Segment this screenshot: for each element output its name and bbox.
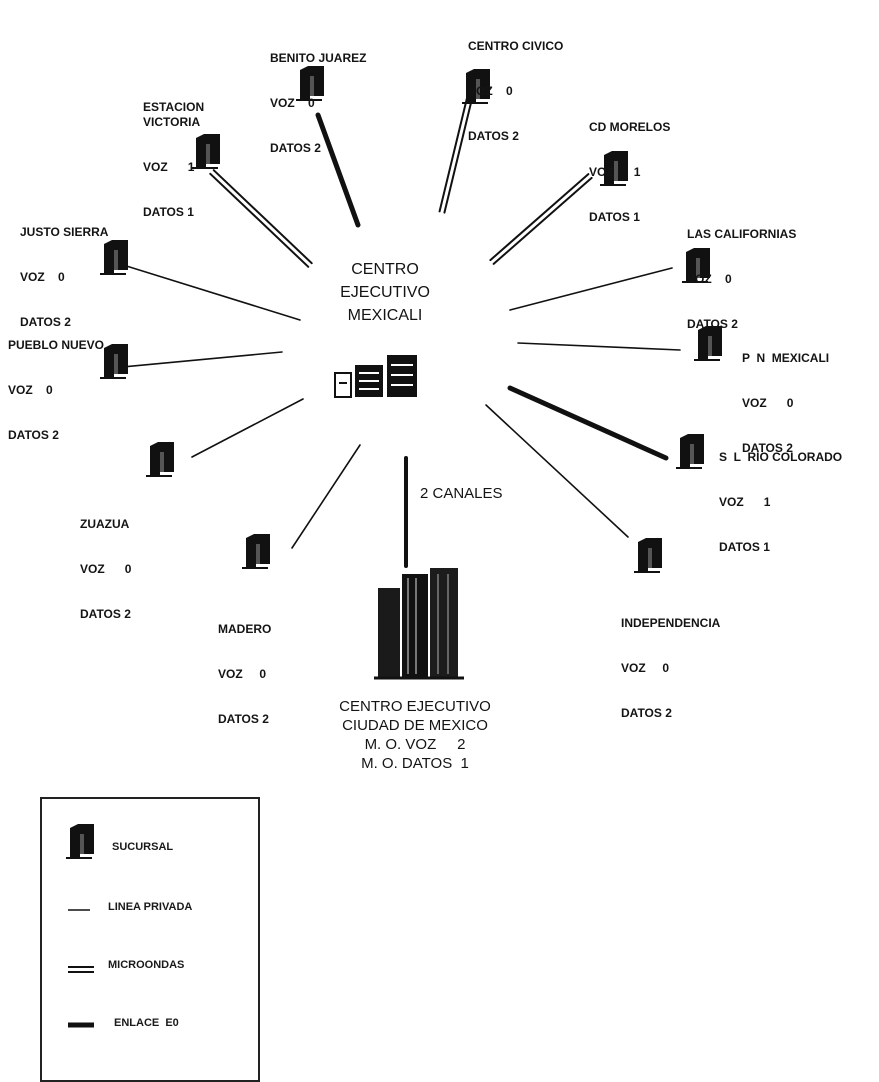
branch-label-madero: MADERO VOZ 0 DATOS 2 (218, 592, 271, 742)
branch-name: MADERO (218, 622, 272, 636)
branch-datos: DATOS 1 (589, 210, 640, 224)
branch-name: JUSTO SIERRA (20, 225, 109, 239)
link-linea-las-californias (509, 267, 673, 311)
branch-datos: DATOS 2 (621, 706, 672, 720)
branch-voz: VOZ 0 (218, 667, 267, 681)
branch-datos: DATOS 2 (742, 441, 793, 455)
branch-name: S L RIO COLORADO (719, 450, 843, 464)
branch-label-las-californias: LAS CALIFORNIAS VOZ 0 DATOS 2 (687, 197, 796, 347)
branch-name: PUEBLO NUEVO (8, 338, 105, 352)
branch-icons-group (100, 66, 722, 573)
branch-voz: VOZ 0 (80, 562, 132, 576)
branch-sucursal-icon (100, 344, 128, 379)
branch-sucursal-icon (682, 248, 710, 283)
hub-title-line: EJECUTIVO (340, 284, 430, 301)
branch-name: P N MEXICALI (742, 351, 830, 365)
branch-voz: VOZ 0 (20, 270, 65, 284)
branch-name: INDEPENDENCIA (621, 616, 721, 630)
branch-sucursal-icon (192, 134, 220, 169)
branch-datos: DATOS 2 (8, 428, 59, 442)
link-microondas-centro-civico (443, 87, 476, 214)
link-microondas-cd-morelos (489, 173, 590, 262)
branch-label-pueblo-nuevo: PUEBLO NUEVO VOZ 0 DATOS 2 (8, 308, 104, 458)
branch-voz: VOZ 0 (270, 96, 315, 110)
branch-label-independencia: INDEPENDENCIA VOZ 0 DATOS 2 (621, 586, 720, 736)
branch-sucursal-icon (462, 69, 490, 104)
branch-label-zuazua: ZUAZUA VOZ 0 DATOS 2 (80, 487, 131, 637)
branch-name: ESTACION VICTORIA (143, 100, 205, 129)
branch-datos: DATOS 1 (719, 540, 770, 554)
branch-sucursal-icon (676, 434, 704, 469)
cdmx-line: M. O. VOZ 2 (364, 736, 466, 753)
branch-name: CENTRO CIVICO (468, 39, 564, 53)
link-linea-madero (291, 444, 361, 549)
link-linea-zuazua (191, 398, 304, 458)
legend-box: SUCURSAL LINEA PRIVADA MICROONDAS ENLACE… (40, 797, 260, 1082)
legend-label-microondas: MICROONDAS (108, 959, 185, 971)
hub-building-icon (334, 355, 417, 398)
hub-title-line: CENTRO (351, 261, 419, 278)
branch-sucursal-icon (634, 538, 662, 573)
link-enlace-s-l-rio-colorado (507, 385, 669, 461)
cdmx-line: CENTRO EJECUTIVO (339, 698, 491, 715)
branch-datos: DATOS 1 (143, 205, 194, 219)
branch-label-pn-mexicali: P N MEXICALI VOZ 0 DATOS 2 (742, 321, 829, 471)
branch-label-justo-sierra: JUSTO SIERRA VOZ 0 DATOS 2 (20, 195, 108, 345)
legend-label-linea-privada: LINEA PRIVADA (108, 901, 193, 913)
branch-datos: DATOS 2 (468, 129, 519, 143)
branch-datos: DATOS 2 (687, 317, 738, 331)
branch-voz: VOZ 0 (742, 396, 794, 410)
branch-sucursal-icon (146, 442, 174, 477)
branch-sucursal-icon (694, 326, 722, 361)
branch-name: LAS CALIFORNIAS (687, 227, 797, 241)
branch-name: CD MORELOS (589, 120, 671, 134)
branch-name: BENITO JUAREZ (270, 51, 367, 65)
links-group (119, 86, 681, 568)
branch-label-benito-juarez: BENITO JUAREZ VOZ 0 DATOS 2 (270, 21, 366, 171)
branch-sucursal-icon (100, 240, 128, 275)
branch-datos: DATOS 2 (218, 712, 269, 726)
branch-sucursal-icon (600, 151, 628, 186)
link-linea-p-n-mexicali (517, 342, 681, 351)
branch-voz: VOZ 0 (468, 84, 513, 98)
branch-name: ZUAZUA (80, 517, 130, 531)
branch-voz: VOZ 1 (143, 160, 195, 174)
branch-label-estacion-victoria: ESTACION VICTORIA VOZ 1 DATOS 1 (143, 70, 204, 235)
branch-voz: VOZ 0 (621, 661, 670, 675)
link-microondas-centro-civico (438, 86, 471, 213)
legend-label-enlace-e0: ENLACE E0 (114, 1017, 179, 1029)
link-microondas-cd-morelos (492, 176, 593, 265)
branch-voz: VOZ 0 (687, 272, 732, 286)
branch-datos: DATOS 2 (270, 141, 321, 155)
branch-sucursal-icon (296, 66, 324, 101)
cdmx-line: CIUDAD DE MEXICO (342, 717, 488, 734)
link-enlace-benito-juarez (315, 112, 361, 228)
link-microondas-estacion-victoria (209, 172, 310, 268)
branch-voz: VOZ 1 (719, 495, 771, 509)
branch-datos: DATOS 2 (20, 315, 71, 329)
branch-label-centro-civico: CENTRO CIVICO VOZ 0 DATOS 2 (468, 9, 563, 159)
legend-microondas-icon (68, 966, 94, 973)
link-microondas-estacion-victoria (212, 169, 313, 265)
cdmx-label: CENTRO EJECUTIVO CIUDAD DE MEXICO M. O. … (300, 697, 530, 773)
hub-title-line: MEXICALI (347, 307, 423, 324)
link-linea-independencia (485, 404, 629, 538)
hub-title: CENTRO EJECUTIVO MEXICALI (330, 258, 440, 327)
branch-label-cd-morelos: CD MORELOS VOZ 1 DATOS 1 (589, 90, 670, 240)
legend-label-sucursal: SUCURSAL (112, 841, 174, 853)
link-linea-pueblo-nuevo (121, 351, 283, 368)
branch-datos: DATOS 2 (80, 607, 131, 621)
cdmx-building-icon (374, 568, 464, 680)
trunk-label: 2 CANALES (420, 485, 503, 502)
cdmx-line: M. O. DATOS 1 (361, 755, 469, 772)
branch-voz: VOZ 0 (8, 383, 53, 397)
legend-symbols (65, 823, 95, 1028)
branch-sucursal-icon (242, 534, 270, 569)
branch-label-sl-rio-colorado: S L RIO COLORADO VOZ 1 DATOS 1 (719, 420, 842, 570)
branch-voz: VOZ 1 (589, 165, 641, 179)
link-linea-justo-sierra (119, 263, 301, 321)
